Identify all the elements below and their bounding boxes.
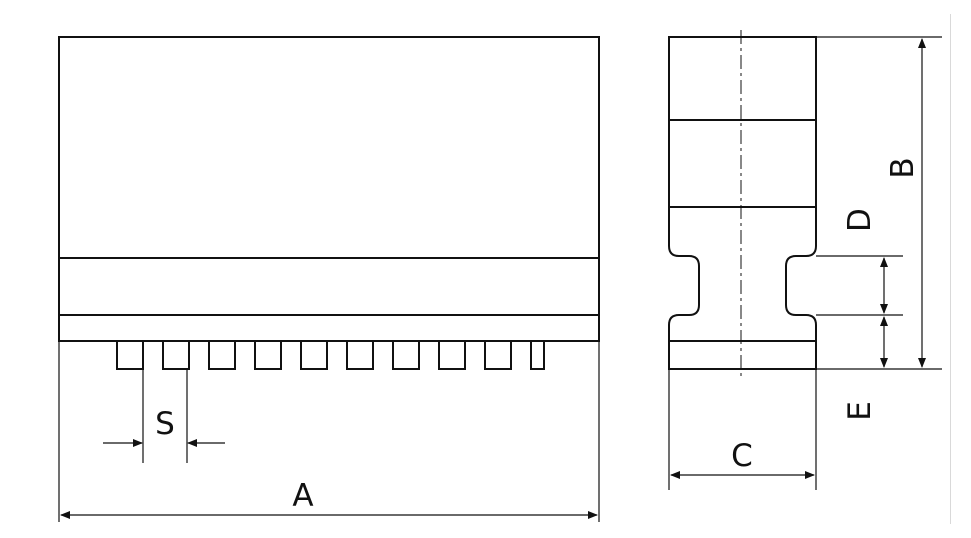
dim-d-label: D [842, 208, 878, 232]
dim-b-label: B [885, 157, 921, 178]
dim-a-label: A [292, 478, 313, 514]
dimension-s: S [103, 370, 225, 463]
front-view [58, 36, 600, 522]
side-view [668, 30, 817, 376]
side-extension-lines [668, 36, 942, 490]
dimension-a: A [60, 478, 598, 519]
dimension-e: E [842, 316, 888, 421]
dimension-c: C [670, 438, 815, 479]
dimension-b: B [885, 38, 926, 368]
jaw-side-profile [668, 36, 817, 370]
dim-s-label: S [155, 406, 175, 442]
dim-c-label: C [731, 438, 753, 474]
dimension-d: D [842, 208, 888, 314]
page-edge-line [950, 14, 951, 524]
jaw-body-outline [58, 36, 600, 342]
dim-e-label: E [842, 401, 878, 421]
jaw-serration-teeth [109, 340, 545, 370]
